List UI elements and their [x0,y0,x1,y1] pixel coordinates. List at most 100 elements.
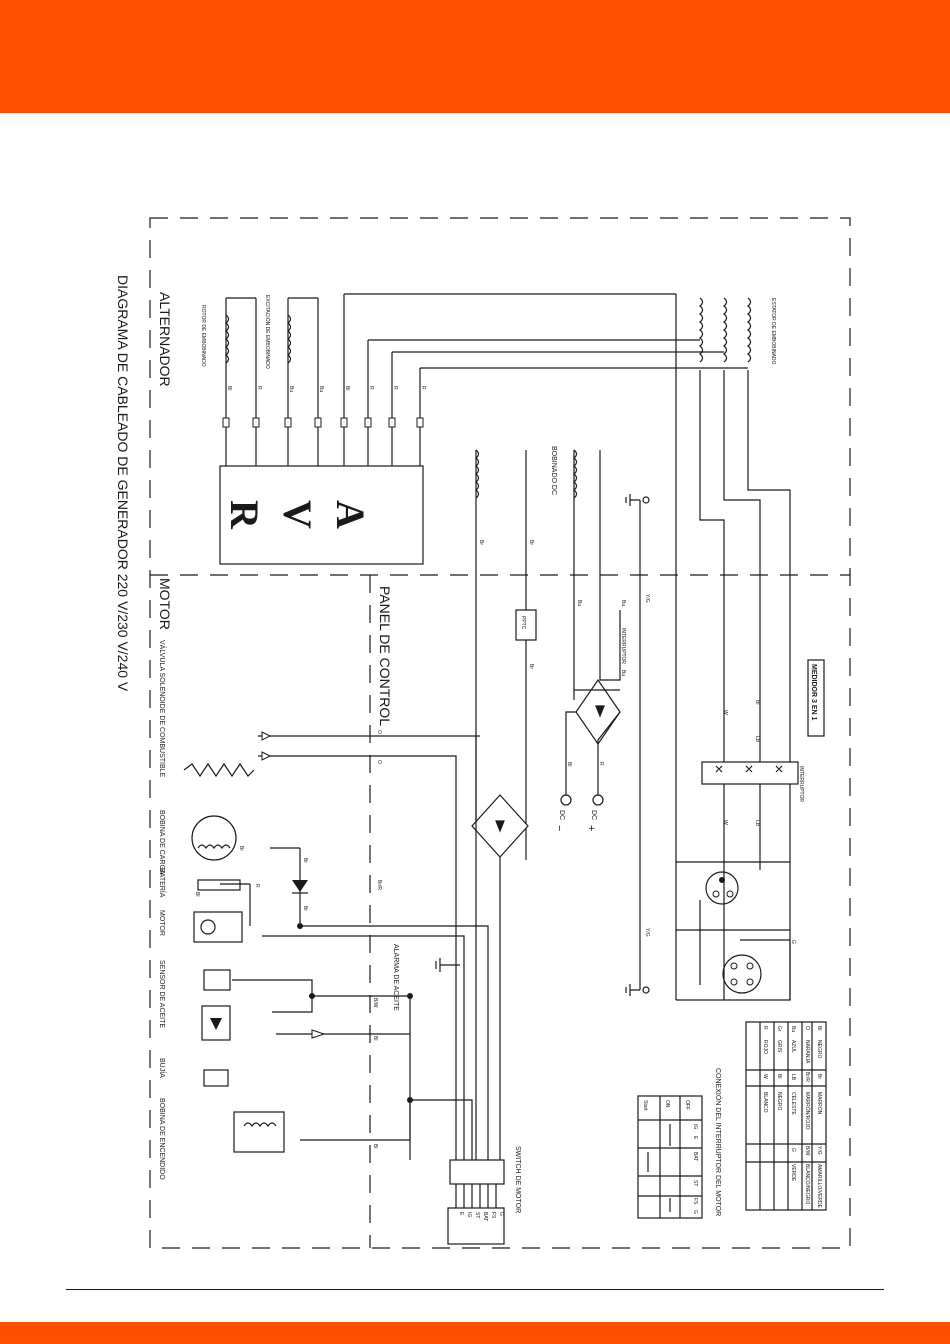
terminal-st: ST [474,1212,480,1218]
spark-plug-symbol [203,1069,229,1087]
charge-coil-symbol [191,815,237,861]
excitation-coil [287,314,292,364]
legend-code: Bu [790,1026,796,1032]
junction-dots [297,923,413,1103]
wire-code-yg: Y/G [644,928,650,937]
label-pptc: PPTC [520,616,526,630]
outlet-round [705,871,739,905]
wire-code-b-w: B/W [372,998,378,1008]
wire-code: Bu [318,386,324,392]
wire-code-br: Br [528,664,534,669]
section-engine: MOTOR [157,578,173,630]
label-dc-negative-sign: − [553,825,565,831]
wire-code-bu: Bu [576,600,582,606]
legend-name: MARRÓN/ROJO [804,1092,811,1130]
wire-code: R [420,386,426,390]
color-legend: Bl NEGRO O NARANJA Bu AZUL Gr GRIS R ROJ… [745,1021,827,1211]
table-header-bat: BAT [692,1152,698,1161]
avr-letter-a: A [328,500,373,529]
wire-code-r: R [598,762,604,766]
diagram-title: DIAGRAMA DE CABLEADO DE GENERADOR 220 V/… [115,275,131,692]
wire-code-bu: Bu [620,670,626,676]
label-oil-sensor: SENSOR DE ACEITE [158,960,165,1028]
starter-motor-symbol [193,911,243,943]
legend-code: Br [816,1074,822,1079]
switch-terminal-labels: G FS BAT ST IG E [458,1212,504,1221]
terminal-fs: FS [490,1212,496,1219]
engine-switch-block [447,1159,505,1245]
label-dc-positive: DC [590,810,597,820]
outlet-wires [676,861,791,1001]
legend-code: W [762,1074,768,1079]
legend-code: Br/R [804,1072,810,1082]
wire-code-bl: Bl [372,1144,378,1148]
wire-code-r: R [254,884,260,888]
label-fuel-valve: VÁLVULA SOLENOIDE DE COMBUSTIBLE [158,640,167,778]
legend-code: Bl [776,1074,782,1078]
wire-code-br-r: Br/R [376,880,382,890]
terminal-g: G [498,1212,504,1216]
pptc-circuit [471,450,537,1160]
legend-name: BLANCO [762,1092,768,1113]
section-control-panel: PANEL DE CONTROL [377,586,393,726]
ignition-coil-symbol [233,1111,285,1153]
table-header-fs: FS [692,1198,698,1205]
bottom-accent-band [0,1322,950,1344]
wire-code: Bl [344,386,350,390]
avr-letter-v: V [275,500,320,529]
alternator-wire-codes: Bl R Bu Bu Bl R R R [226,386,426,392]
meter-box: MEDIDOR 3 EN 1 [807,659,825,737]
label-engine-switch: SWITCH DE MOTOR [514,1146,521,1213]
label-small-breaker: INTERRUPTOR [620,628,626,664]
avr-module: A V R [219,465,424,565]
legend-code: Bl [816,1026,822,1030]
wire-code-w: W [722,820,728,825]
label-switch-connection: CONEXIÓN DEL INTERRUPTOR DEL MOTOR [714,1068,723,1216]
wire-code-bl: Bl [372,1036,378,1040]
avr-letter-r: R [222,500,267,530]
terminal-e: E [458,1212,464,1216]
label-rotor-winding: ROTOR DE EMBOBINADO [200,305,206,367]
legend-code: B/W [804,1146,810,1156]
terminal-ig: IG [466,1212,472,1217]
legend-code: G [790,1148,796,1152]
wire-code-br: Br [302,906,308,911]
wire-code-g: G [790,940,796,944]
label-dc-negative: DC [558,810,565,820]
legend-name: MARRÓN [816,1092,823,1115]
legend-code: Y/G [816,1146,822,1155]
table-row-start: Start [642,1100,648,1111]
stator-coils [699,297,752,363]
wire-color-codes: Br Br Br Bu Bu Bu Bl R Y/G Y/G O O Br Br… [194,540,796,1148]
engine-component-labels: VÁLVULA SOLENOIDE DE COMBUSTIBLE BOBINA … [158,640,167,1180]
legend-name: NARANJA [804,1040,810,1064]
legend-code: Gr [776,1026,782,1032]
wire-code: Bu [288,386,294,392]
label-motor: MOTOR [158,910,165,936]
table-header-ig: IG [692,1124,698,1129]
wire-code-w: W [722,710,728,715]
legend-code: O [804,1026,810,1030]
wire-code-bl: Bl [194,892,200,896]
footer-rule [66,1289,884,1290]
legend-name: CELESTE [790,1092,796,1115]
diagram-frame [149,217,851,1249]
wire-code-yg: Y/G [644,594,650,603]
wire-code-br: Br [302,858,308,863]
wire-code-bl: Bl [754,700,760,704]
oil-sensor-symbol [203,969,231,991]
wire-code-lb: LB [754,736,760,743]
label-stator-winding: ESTATOR DE EMBOBINADO [770,298,776,365]
table-header-g: G [692,1210,698,1214]
label-oil-alarm: ALARMA DE ACEITE [392,944,399,1011]
legend-name: NEGRO [816,1040,822,1058]
legend-name: BLANCO/NEGRO [804,1164,810,1204]
table-row-on: ON [664,1100,670,1108]
label-dc-winding: BOBINADO DC [550,446,557,495]
legend-name: AMARILLO/VERDE [816,1164,822,1209]
wire-code-bl: Bl [566,762,572,766]
wire-code: Bl [226,386,232,390]
label-excitation-winding: EXCITACIÓN DE EMBOBINADO [264,295,271,369]
engine-wires [220,735,489,1160]
